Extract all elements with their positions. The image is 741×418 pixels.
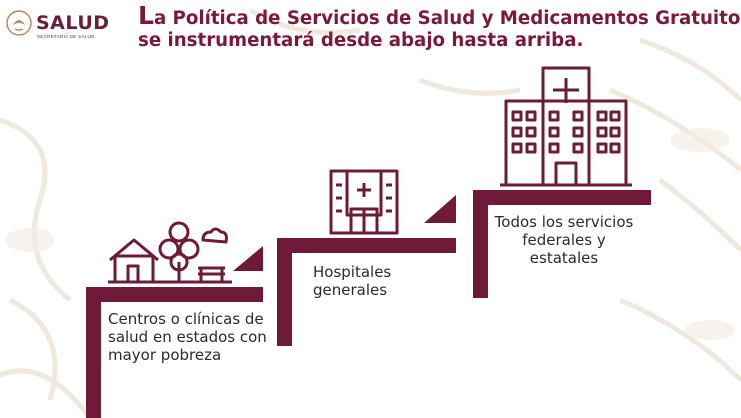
logo-subtext: SECRETARÍA DE SALUD xyxy=(37,34,95,39)
hospital-icon xyxy=(329,169,399,235)
stair-step-3 xyxy=(473,190,651,298)
large-hospital-building-icon xyxy=(500,66,632,187)
title-line-1: a Política de Servicios de Salud y Medic… xyxy=(153,8,741,29)
stair-step-2 xyxy=(277,195,456,346)
step-1-label: Centros o clínicas de salud en estados c… xyxy=(108,310,267,364)
title-first-letter: L xyxy=(138,1,154,30)
stair-step-1 xyxy=(86,246,263,418)
logo-text: SALUD xyxy=(36,12,110,34)
title-line-2: se instrumentará desde abajo hasta arrib… xyxy=(138,30,584,51)
clinic-house-tree-bench-icon xyxy=(108,221,232,284)
page-title: La Política de Servicios de Salud y Medi… xyxy=(138,3,741,52)
step-3-label: Todos los servicios federales y estatale… xyxy=(494,213,634,267)
salud-logo: SALUD SECRETARÍA DE SALUD xyxy=(6,6,109,40)
step-2-label: Hospitales generales xyxy=(313,263,392,299)
national-emblem-icon xyxy=(6,10,32,36)
